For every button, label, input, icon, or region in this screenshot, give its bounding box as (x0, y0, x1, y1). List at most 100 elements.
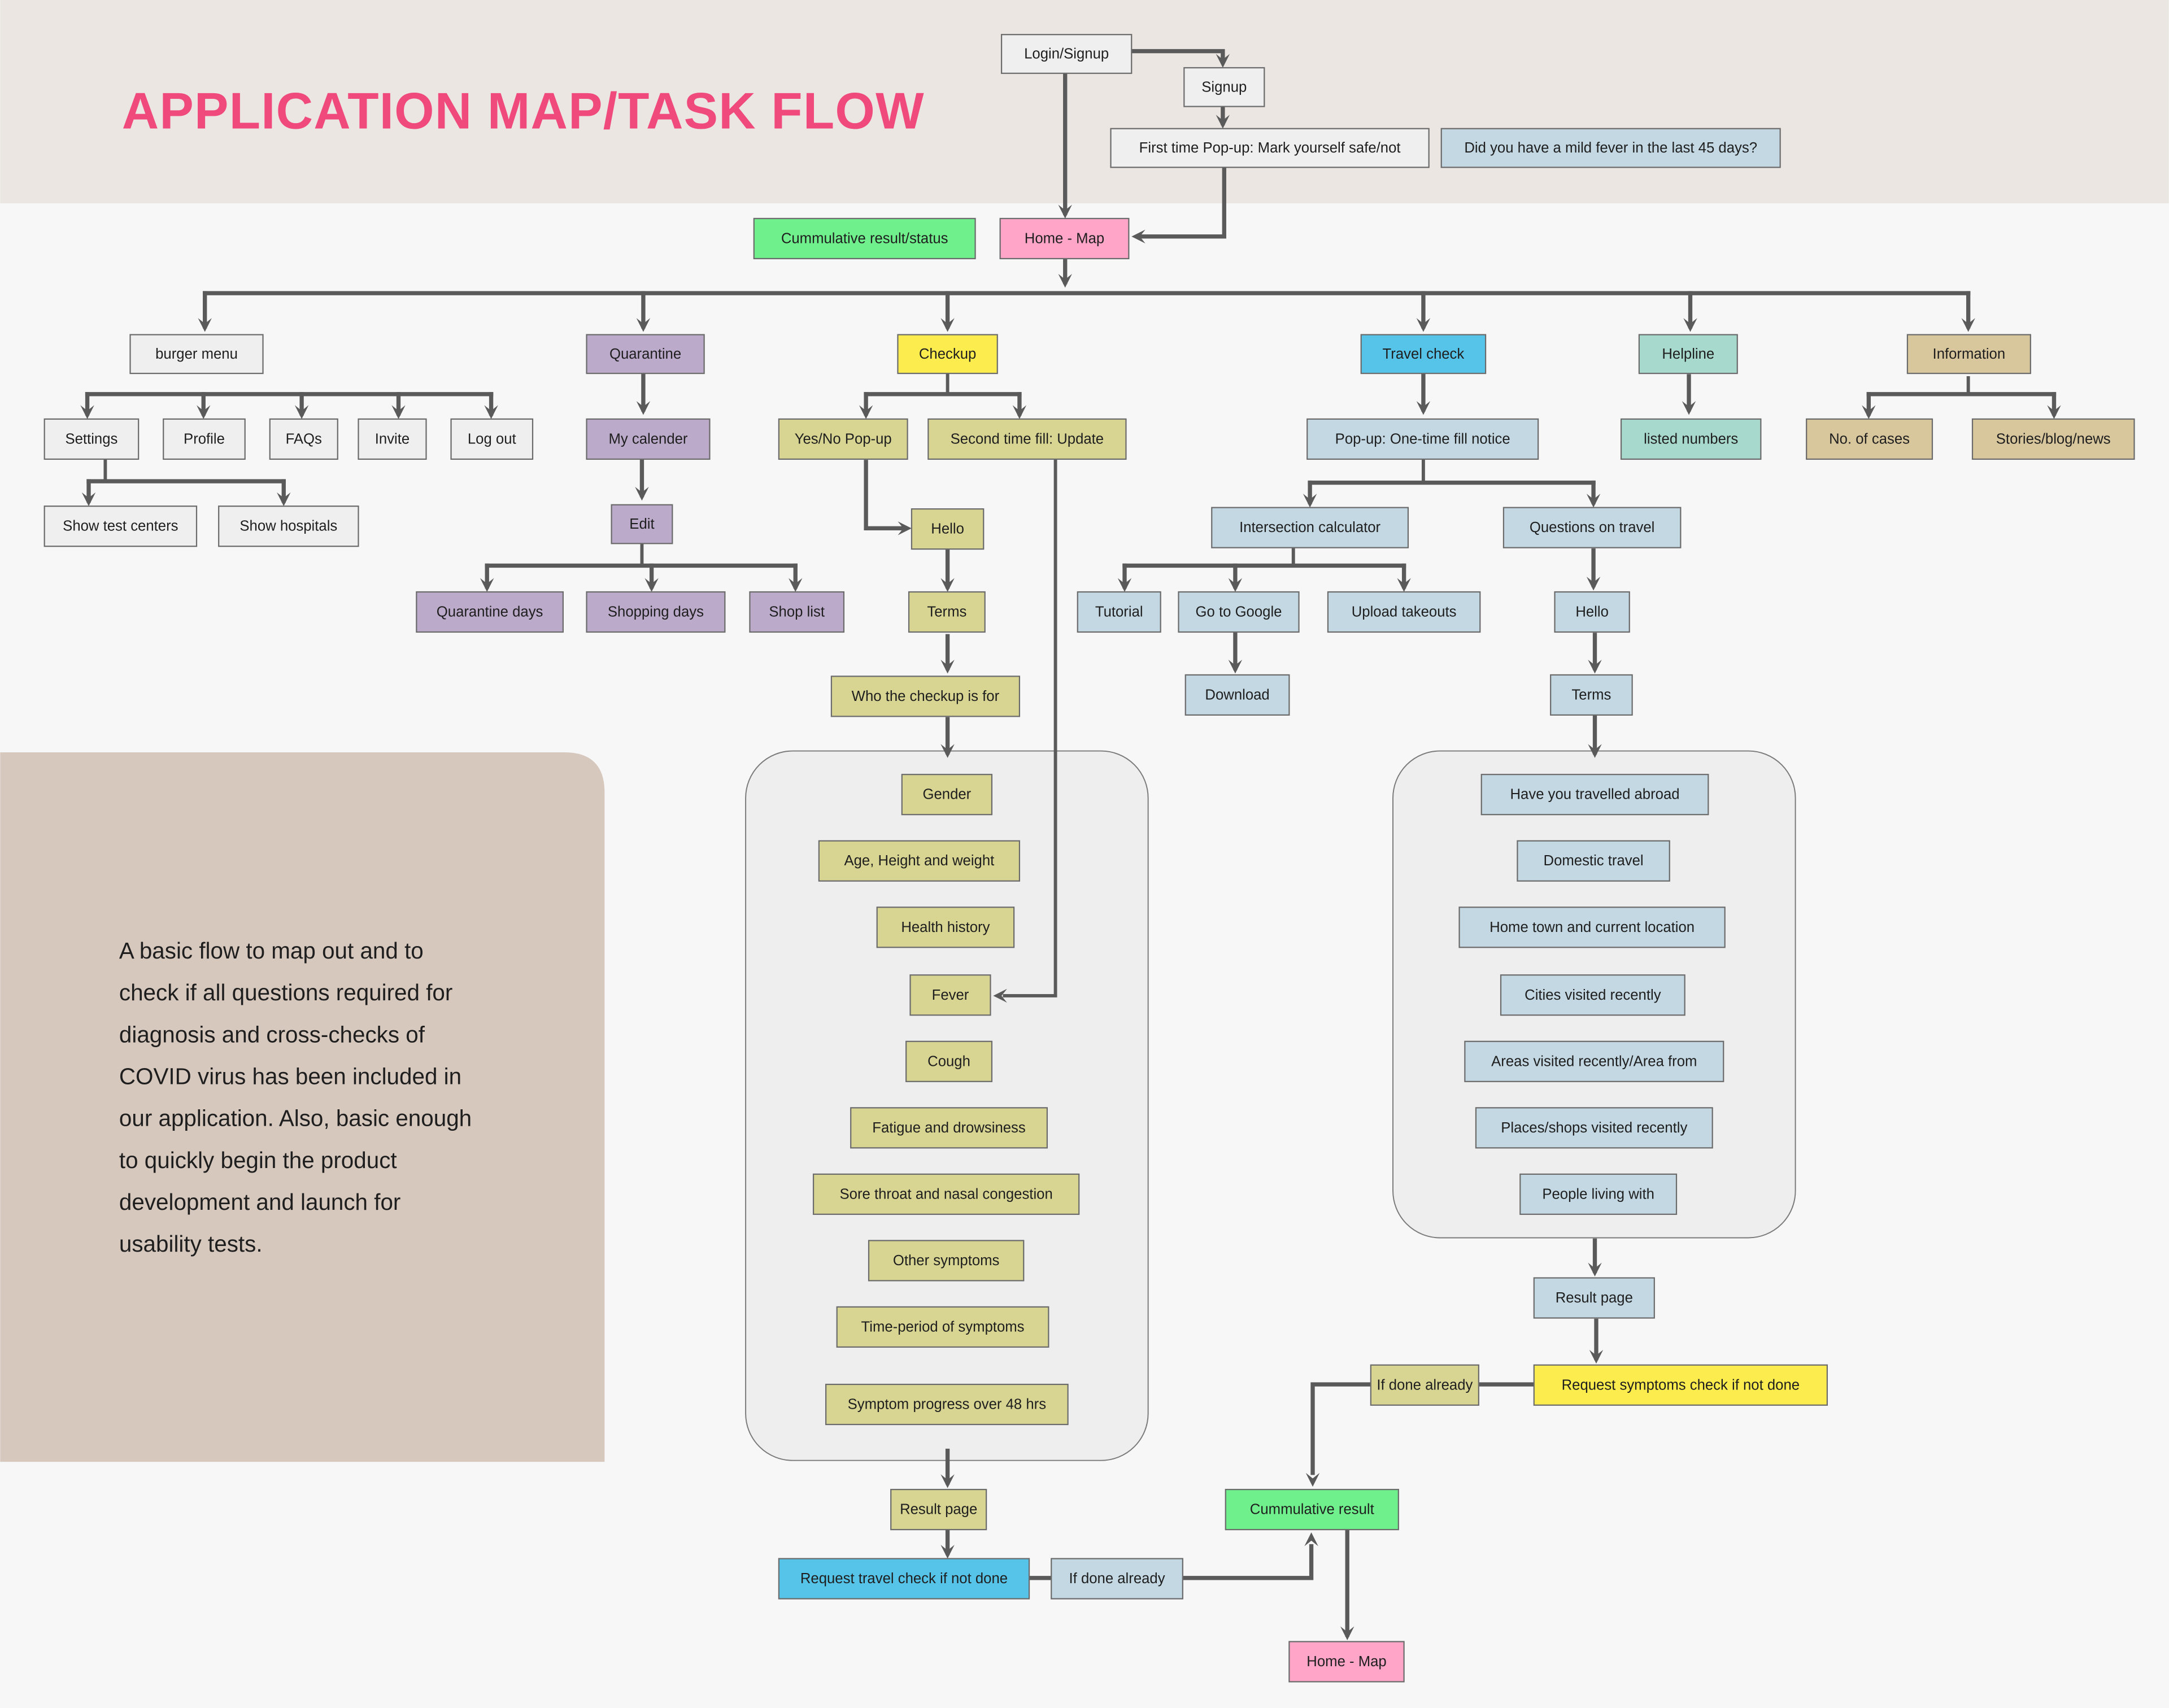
checkup-question-item[interactable]: Time-period of symptoms (836, 1306, 1049, 1348)
node-travel-hello[interactable]: Hello (1554, 591, 1630, 633)
node-travel-if-done-already[interactable]: If done already (1370, 1364, 1479, 1406)
node-second-time-fill-label: Second time fill: Update (951, 431, 1104, 447)
node-home-map[interactable]: Home - Map (999, 217, 1130, 259)
node-show-hospitals[interactable]: Show hospitals (218, 506, 359, 547)
node-checkup-hello-label: Hello (931, 521, 964, 537)
node-intersection-calculator[interactable]: Intersection calculator (1211, 507, 1409, 548)
node-faqs[interactable]: FAQs (269, 418, 338, 460)
node-helpline[interactable]: Helpline (1638, 334, 1738, 374)
node-home-map-end[interactable]: Home - Map (1288, 1641, 1405, 1683)
node-checkup-hello[interactable]: Hello (911, 508, 985, 550)
arrow-head-icon (1588, 744, 1602, 758)
checkup-question-item[interactable]: Age, Height and weight (818, 840, 1021, 882)
arrow-head-icon (1586, 577, 1601, 591)
node-checkup-terms-box (908, 591, 986, 633)
node-burger-menu-box (129, 334, 264, 374)
node-profile[interactable]: Profile (163, 418, 246, 460)
arrow-head-icon (1416, 401, 1431, 415)
node-invite[interactable]: Invite (358, 418, 427, 460)
node-edit-label: Edit (629, 516, 654, 532)
travel-question-item[interactable]: Have you travelled abroad (1480, 774, 1709, 816)
arrow-head-icon (1058, 204, 1072, 219)
node-mild-fever-question[interactable]: Did you have a mild fever in the last 45… (1440, 128, 1781, 168)
checkup-question-item[interactable]: Health history (876, 907, 1015, 948)
travel-question-item[interactable]: Areas visited recently/Area from (1464, 1040, 1724, 1082)
node-helpline-box (1638, 334, 1738, 374)
node-checkup[interactable]: Checkup (897, 334, 998, 374)
travel-question-item[interactable]: Domestic travel (1517, 840, 1670, 882)
node-checkup-terms[interactable]: Terms (908, 591, 986, 633)
node-settings[interactable]: Settings (43, 418, 140, 460)
node-tutorial[interactable]: Tutorial (1077, 591, 1161, 633)
node-shop-list[interactable]: Shop list (749, 591, 845, 633)
node-download[interactable]: Download (1184, 674, 1290, 716)
node-who-checkup-for[interactable]: Who the checkup is for (830, 676, 1021, 717)
node-checkup-result-page[interactable]: Result page (890, 1489, 987, 1531)
node-stories-blog-news[interactable]: Stories/blog/news (1971, 418, 2135, 460)
node-my-calender[interactable]: My calender (586, 418, 711, 460)
node-log-out[interactable]: Log out (450, 418, 534, 460)
node-login-signup-box (1000, 34, 1133, 74)
node-request-travel-check[interactable]: Request travel check if not done (778, 1558, 1030, 1600)
arrow-head-icon (1058, 273, 1072, 288)
node-travel-terms[interactable]: Terms (1550, 674, 1633, 716)
checkup-question-item-box (876, 907, 1015, 948)
node-shopping-days[interactable]: Shopping days (586, 591, 726, 633)
checkup-question-item[interactable]: Symptom progress over 48 hrs (825, 1383, 1069, 1426)
description-line: our application. Also, basic enough (119, 1105, 472, 1131)
checkup-question-item[interactable]: Sore throat and nasal congestion (812, 1173, 1080, 1215)
node-yes-no-popup[interactable]: Yes/No Pop-up (778, 418, 908, 460)
node-no-of-cases[interactable]: No. of cases (1806, 418, 1933, 460)
checkup-question-item[interactable]: Fever (909, 974, 991, 1016)
node-show-test-centers[interactable]: Show test centers (43, 506, 198, 547)
node-cumulative-result[interactable]: Cummulative result (1225, 1489, 1399, 1531)
node-signup[interactable]: Signup (1183, 67, 1265, 107)
node-questions-on-travel[interactable]: Questions on travel (1502, 507, 1682, 548)
arrow-head-icon (1304, 1532, 1318, 1546)
node-second-time-fill[interactable]: Second time fill: Update (927, 418, 1127, 460)
node-first-time-popup[interactable]: First time Pop-up: Mark yourself safe/no… (1110, 128, 1430, 168)
node-cumulative-result-label: Cummulative result (1250, 1502, 1374, 1518)
node-go-to-google[interactable]: Go to Google (1178, 591, 1300, 633)
travel-question-item[interactable]: People living with (1519, 1173, 1678, 1215)
node-faqs-box (269, 418, 338, 460)
arrow-head-icon (1131, 229, 1146, 243)
node-login-signup[interactable]: Login/Signup (1000, 34, 1133, 74)
node-checkup-if-done-already-label: If done already (1069, 1571, 1165, 1587)
travel-question-item[interactable]: Cities visited recently (1500, 974, 1685, 1016)
travel-question-item[interactable]: Home town and current location (1458, 907, 1726, 948)
connector-line (1003, 459, 1057, 997)
travel-question-item[interactable]: Places/shops visited recently (1475, 1107, 1713, 1149)
node-request-symptoms-check[interactable]: Request symptoms check if not done (1533, 1364, 1828, 1406)
node-information[interactable]: Information (1906, 334, 2031, 374)
node-checkup-if-done-already[interactable]: If done already (1051, 1558, 1183, 1600)
travel-question-item-box (1519, 1173, 1678, 1215)
checkup-question-item[interactable]: Other symptoms (868, 1240, 1025, 1282)
node-home-map-end-box (1288, 1641, 1405, 1683)
checkup-question-item-box (850, 1107, 1048, 1149)
arrow-head-icon (1216, 115, 1230, 129)
node-travel-result-page[interactable]: Result page (1533, 1277, 1655, 1319)
node-one-time-fill-notice[interactable]: Pop-up: One-time fill notice (1306, 418, 1539, 460)
checkup-question-item[interactable]: Fatigue and drowsiness (850, 1107, 1048, 1149)
travel-question-item-label: Cities visited recently (1525, 987, 1661, 1003)
arrow-head-icon (1682, 401, 1696, 415)
checkup-question-item[interactable]: Cough (905, 1040, 993, 1082)
node-travel-check[interactable]: Travel check (1360, 334, 1487, 374)
node-quarantine[interactable]: Quarantine (586, 334, 705, 374)
arrow-head-icon (940, 1474, 955, 1488)
node-cumulative-status[interactable]: Cummulative result/status (753, 217, 976, 259)
travel-question-item-box (1464, 1040, 1724, 1082)
node-questions-on-travel-label: Questions on travel (1530, 520, 1654, 535)
node-upload-takeouts[interactable]: Upload takeouts (1327, 591, 1481, 633)
node-quarantine-days[interactable]: Quarantine days (416, 591, 564, 633)
node-burger-menu[interactable]: burger menu (129, 334, 264, 374)
node-faqs-label: FAQs (286, 431, 322, 447)
arrow-head-icon (2047, 405, 2061, 419)
node-edit[interactable]: Edit (611, 504, 673, 544)
arrow-head-icon (81, 492, 96, 507)
checkup-question-item[interactable]: Gender (901, 774, 993, 816)
node-listed-numbers[interactable]: listed numbers (1620, 418, 1762, 460)
checkup-question-item-label: Fatigue and drowsiness (872, 1120, 1025, 1136)
arrow-head-icon (1862, 405, 1876, 419)
